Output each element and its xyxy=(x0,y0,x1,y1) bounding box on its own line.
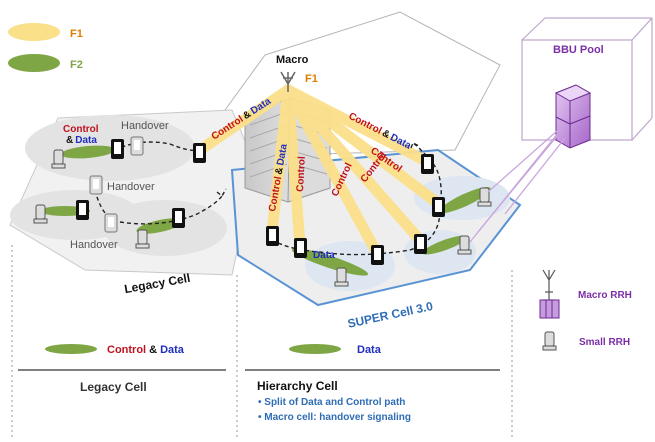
macro-title: Macro xyxy=(276,54,309,66)
macro-beams xyxy=(194,84,446,261)
phone-icon xyxy=(89,175,103,195)
legend-f1-label: F1 xyxy=(70,28,83,40)
bbu-pool-title: BBU Pool xyxy=(553,44,604,56)
phone-icon xyxy=(104,213,118,233)
hier-section-title: Hierarchy Cell xyxy=(257,379,338,393)
legacy-section-title: Legacy Cell xyxy=(80,380,147,394)
legacy-control-label: Control xyxy=(63,124,99,135)
small-rrh-icon xyxy=(33,204,48,224)
super-links xyxy=(291,186,491,276)
bbu-pool-box xyxy=(521,17,653,141)
small-rrh-label: Small RRH xyxy=(579,337,630,348)
phone-icon xyxy=(432,197,445,217)
phone-icon xyxy=(76,200,89,220)
handover-label: Handover xyxy=(107,181,155,193)
legacy-legend-label: Control&Data xyxy=(107,344,185,356)
hier-bullet-2: • Macro cell: handover signaling xyxy=(258,412,411,423)
phone-icon xyxy=(130,136,144,156)
handover-label: Handover xyxy=(70,239,118,251)
phone-icon xyxy=(414,234,427,254)
phone-icon xyxy=(421,154,434,174)
phone-icon xyxy=(371,245,384,265)
beam-label: Control xyxy=(295,156,308,192)
fronthaul-lines xyxy=(469,129,566,243)
small-rrh-icon xyxy=(51,149,66,169)
phone-icon xyxy=(193,143,206,163)
phone-icon xyxy=(111,139,124,159)
macro-freq-label: F1 xyxy=(305,73,318,85)
bbu-server-icon xyxy=(554,84,592,149)
legacy-cell-label: Legacy Cell xyxy=(123,271,191,296)
legacy-control-data-label: &Data xyxy=(66,135,97,146)
hier-legend-label: Data xyxy=(357,344,382,356)
legend-f2-swatch xyxy=(8,54,60,72)
macro-antenna-icon xyxy=(280,71,296,92)
small-rrh-icon xyxy=(334,267,349,287)
handover-label: Handover xyxy=(121,120,169,132)
small-rrh-icon xyxy=(457,235,472,255)
hier-bullet-1: • Split of Data and Control path xyxy=(258,397,405,408)
super-cell-label: SUPER Cell 3.0 xyxy=(346,299,434,331)
small-rrh-legend-icon xyxy=(542,331,557,351)
legend-f2-label: F2 xyxy=(70,59,83,71)
legend-f1-swatch xyxy=(8,23,60,41)
macro-rrh-label: Macro RRH xyxy=(578,290,632,301)
phone-icon xyxy=(266,226,279,246)
phone-icon xyxy=(172,208,185,228)
phone-icon xyxy=(294,238,307,258)
hier-legend-swatch xyxy=(289,344,341,354)
super-data-label: Data xyxy=(313,250,335,261)
legacy-legend-swatch xyxy=(45,344,97,354)
macro-rrh-icon xyxy=(539,269,560,319)
small-rrh-icon xyxy=(135,229,150,249)
small-rrh-icon xyxy=(477,187,492,207)
